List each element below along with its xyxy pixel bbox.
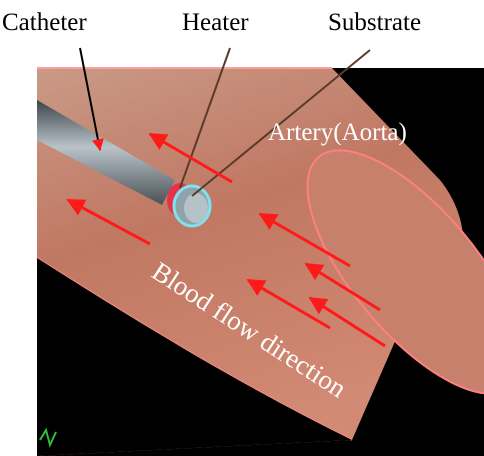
artery-label: Artery(Aorta) — [268, 119, 407, 146]
substrate-face — [184, 193, 208, 223]
